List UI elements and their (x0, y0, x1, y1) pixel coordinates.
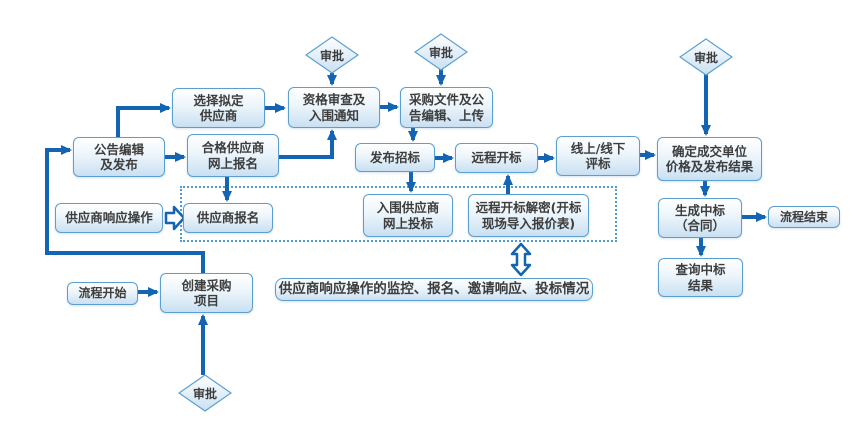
node-confirm-award: 确定成交单位 价格及发布结果 (657, 137, 762, 181)
node-qualified-online-signup: 合格供应商 网上报名 (187, 134, 279, 177)
monitor-double-arrow (510, 242, 532, 277)
diamond-shape (305, 36, 359, 74)
node-notice-edit-publish: 公告编辑 及发布 (73, 137, 165, 177)
node-process-end: 流程结束 (768, 206, 840, 228)
node-procurement-docs: 采购文件及公 告编辑、上传 (400, 87, 493, 128)
diamond-shape (414, 33, 468, 71)
supplier-response-hollow-arrow (164, 205, 186, 231)
node-process-start: 流程开始 (67, 282, 138, 305)
node-shortlisted-online-bid: 入围供应商 网上投标 (363, 194, 453, 237)
approval-label: 审批 (192, 386, 217, 401)
node-publish-tender: 发布招标 (355, 143, 435, 172)
node-remote-decrypt: 远程开标解密(开标 现场导入报价表) (468, 194, 589, 237)
approval-label: 审批 (319, 48, 344, 63)
node-monitor-note: 供应商响应操作的监控、报名、邀请响应、投标情况 (275, 278, 593, 301)
node-approval-4: 审批 (178, 374, 232, 412)
node-approval-3: 审批 (679, 38, 733, 76)
diamond-shape (679, 38, 733, 76)
node-supplier-response-ops: 供应商响应操作 (55, 203, 163, 233)
node-approval-2: 审批 (414, 33, 468, 71)
node-select-supplier: 选择拟定 供应商 (172, 88, 265, 128)
approval-label: 审批 (428, 45, 453, 60)
approval-label: 审批 (693, 50, 718, 65)
arrow-create-to-notice (45, 145, 205, 273)
arrow-signup-to-qualification (279, 129, 337, 159)
node-create-project: 创建采购 项目 (160, 273, 253, 313)
arrow-notice-to-select (116, 103, 171, 137)
node-remote-bid-opening: 远程开标 (455, 143, 538, 173)
node-approval-1: 审批 (305, 36, 359, 74)
node-online-offline-eval: 线上/线下 评标 (556, 136, 640, 176)
node-qualification-review: 资格审查及 入围通知 (288, 87, 380, 128)
node-generate-award-contract: 生成中标 （合同） (658, 198, 742, 238)
node-query-award-result: 查询中标 结果 (658, 258, 743, 297)
node-supplier-signup: 供应商报名 (183, 203, 273, 233)
diamond-shape (178, 374, 232, 412)
